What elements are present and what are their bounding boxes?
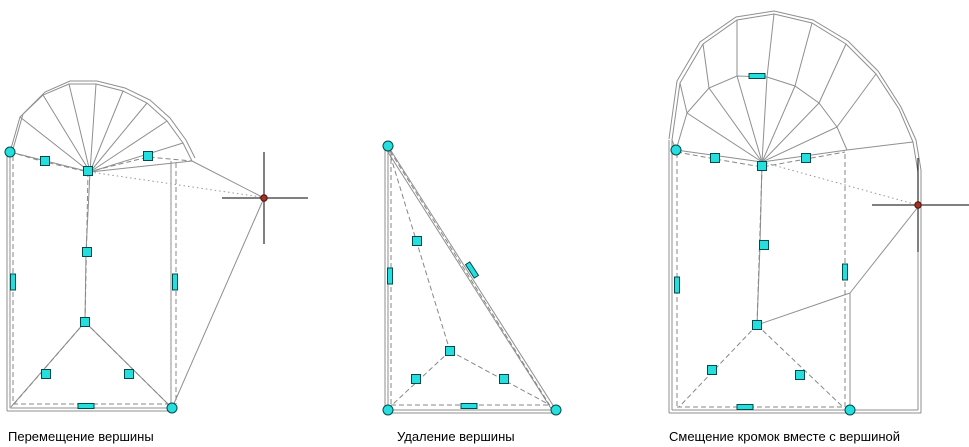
vertex-handle-square[interactable]	[83, 166, 93, 176]
edge-midpoint-handle[interactable]	[464, 261, 480, 279]
crosshair-cursor	[222, 152, 308, 244]
fan-edge	[89, 120, 168, 173]
vertex-handle-circle[interactable]	[550, 404, 562, 416]
guide-to-cursor	[89, 171, 262, 198]
vertex-handle-square[interactable]	[143, 151, 153, 161]
fan-edge	[761, 76, 768, 163]
edge-midpoint-handle[interactable]	[674, 276, 680, 294]
vertex-handle-square[interactable]	[499, 374, 509, 384]
edge-midpoint-handle[interactable]	[77, 403, 95, 409]
fan-edge	[89, 83, 97, 173]
plane-edge	[766, 13, 775, 78]
dashed-edge	[756, 324, 844, 408]
plane-edge	[818, 43, 847, 104]
fan-edge	[708, 87, 763, 163]
contour-hypotenuse	[389, 150, 550, 405]
outer-arch-edge-outer	[668, 10, 922, 171]
dashed-edge	[84, 321, 169, 405]
solid-edge	[849, 206, 919, 294]
panel-delete-vertex	[382, 140, 562, 416]
vertex-handle-square[interactable]	[412, 236, 422, 246]
hypotenuse-edge	[387, 145, 557, 411]
vertex-handle-square[interactable]	[41, 369, 51, 379]
vertex-handle-circle[interactable]	[844, 404, 856, 416]
vertex-handle-square[interactable]	[757, 161, 767, 171]
vertex-handle-square[interactable]	[80, 317, 90, 327]
dashed-edge	[756, 166, 763, 326]
fan-edge	[761, 126, 838, 163]
vertex-handle-square[interactable]	[795, 370, 805, 380]
fan-edge	[761, 102, 820, 163]
plane-edge	[702, 43, 710, 89]
hip	[391, 350, 451, 406]
vertex-handle-square[interactable]	[411, 374, 421, 384]
fan-edge	[89, 160, 193, 173]
edge-midpoint-handle[interactable]	[460, 403, 478, 409]
crosshair-cursor	[872, 158, 969, 252]
fan-edge	[42, 94, 91, 173]
inner-arc-edge	[675, 75, 848, 151]
dashed-edge	[678, 324, 758, 408]
vertex-handle-circle[interactable]	[166, 402, 178, 414]
fan-edge	[761, 85, 796, 163]
snap-point-dot	[914, 201, 922, 209]
vertex-handle-square[interactable]	[445, 346, 455, 356]
vertex-handle-circle[interactable]	[4, 146, 16, 158]
arc-edge-outer	[12, 80, 196, 159]
panel-move-vertex	[4, 80, 308, 414]
vertex-handle-square[interactable]	[40, 156, 50, 166]
fan-edge	[19, 116, 91, 173]
contour-top	[676, 151, 846, 168]
vertex-handle-square[interactable]	[752, 320, 762, 330]
ridge	[387, 147, 451, 352]
plane-edge	[846, 141, 914, 151]
edge-midpoint-handle[interactable]	[748, 73, 766, 79]
snap-point-dot	[260, 194, 268, 202]
edge-midpoint-handle[interactable]	[10, 273, 16, 291]
caption-delete-vertex: Удаление вершины	[397, 429, 515, 444]
vertex-handle-square[interactable]	[710, 153, 720, 163]
edge-midpoint-handle[interactable]	[172, 273, 178, 291]
solid-edge	[756, 292, 851, 326]
edge-to-moved-vertex	[191, 160, 265, 199]
plane-edge	[679, 82, 688, 114]
vertex-handle-square[interactable]	[801, 153, 811, 163]
vertex-handle-square[interactable]	[124, 369, 134, 379]
edge-midpoint-handle[interactable]	[842, 263, 848, 281]
edge-to-moved-vertex	[171, 197, 265, 409]
fan-edge	[736, 75, 763, 163]
panel-offset-edges-with-vertex	[668, 10, 969, 416]
fan-edge	[89, 90, 124, 173]
plane-edge	[836, 73, 877, 128]
vertex-handle-square[interactable]	[82, 247, 92, 257]
fan-edge	[68, 83, 91, 173]
vertex-handle-square[interactable]	[759, 240, 769, 250]
edge-midpoint-handle[interactable]	[387, 267, 393, 285]
caption-offset-edges-with-vertex: Смещение кромок вместе с вершиной	[669, 429, 901, 444]
vertex-handle-square[interactable]	[707, 365, 717, 375]
vertex-handle-circle[interactable]	[670, 144, 682, 156]
dashed-edge	[13, 321, 86, 405]
outer-arch-edge	[671, 13, 919, 173]
edge-midpoint-handle[interactable]	[736, 404, 754, 410]
guide-to-cursor	[761, 161, 915, 205]
solid-edge	[385, 148, 555, 414]
plane-edge	[794, 22, 813, 87]
fan-edge	[89, 102, 148, 173]
caption-move-vertex: Перемещение вершины	[8, 429, 154, 444]
vertex-handle-circle[interactable]	[382, 140, 394, 152]
fan-edge	[686, 112, 763, 163]
vertex-handle-circle[interactable]	[382, 404, 394, 416]
